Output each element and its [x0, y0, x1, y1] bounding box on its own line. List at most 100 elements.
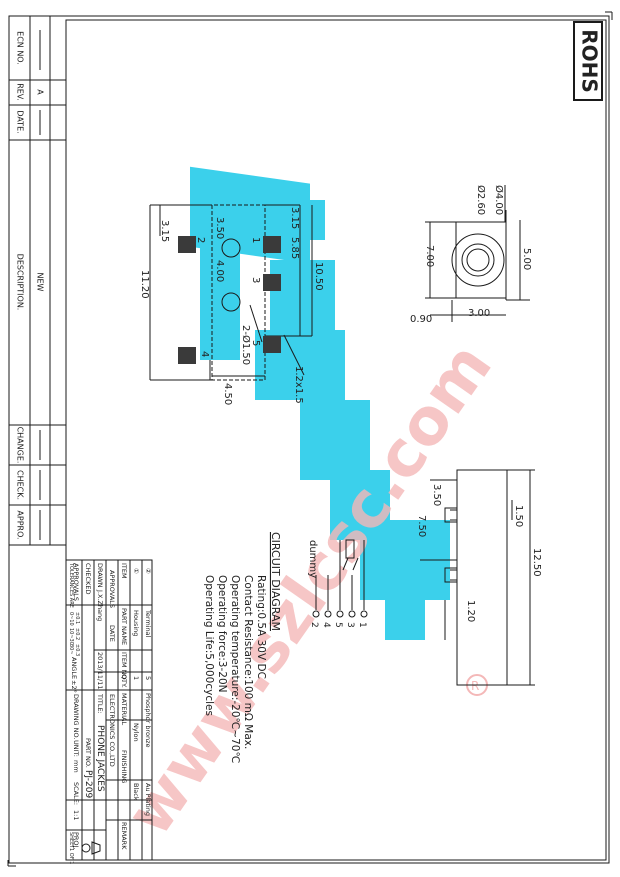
bom-header-part-name: PART NAME — [120, 608, 128, 645]
unit-value: mm — [72, 760, 80, 773]
dim-5-85: 5.85 — [289, 237, 300, 259]
front-view — [425, 185, 530, 322]
rohs-badge: ROHS — [573, 21, 603, 101]
dim-11-20: 11.20 — [139, 270, 150, 299]
circuit-title: CIRCUIT DIAGRAM — [269, 532, 282, 631]
footprint-view — [149, 204, 313, 381]
spec-force: Operating force:3-20N — [216, 575, 228, 693]
side-dim-7-50: 7.50 — [416, 515, 427, 537]
scale-value: 1:1 — [72, 810, 80, 820]
approvals-label: APPROVALS — [108, 570, 116, 608]
side-dim-1-20: 1.20 — [465, 600, 476, 622]
appro-label: APPRO. — [16, 510, 25, 539]
registered-mark-letter: R — [471, 679, 479, 693]
unit-label: UNIT: — [72, 740, 80, 757]
watermark-logo — [190, 166, 450, 640]
title-value: PHONE JACKES — [95, 725, 105, 792]
dim-7-00: 7.00 — [424, 245, 435, 267]
tol-xxx: ±0.3 — [74, 644, 80, 656]
tolerances-label: TOLERANCES ARE — [68, 562, 74, 608]
pad-5 — [263, 336, 281, 353]
checked-label: CHECKED — [84, 563, 92, 594]
drawing-no-label: DRAWING NO. — [72, 694, 80, 739]
date-header: DATE — [108, 625, 116, 642]
revision-block — [9, 16, 66, 546]
bom-row1-finishing: Black — [132, 783, 140, 801]
drawn-date: 2013/11/11 — [96, 652, 104, 689]
specs-list: Rating:0.5A 30V DC Contact Resistance:10… — [203, 575, 267, 763]
dim-3-15-left: 3.15 — [159, 220, 170, 242]
bom-row1-material: Nylon — [132, 723, 140, 742]
dim-1-2x1-5: 1.2x1.5 — [293, 366, 304, 404]
dim-phi-4-00: Ø4.00 — [493, 185, 505, 215]
pad-3 — [263, 274, 281, 291]
side-dim-3-50: 3.50 — [431, 484, 442, 506]
bom-header-item: ITEM — [120, 563, 128, 579]
dim-3-15-right: 3.15 — [289, 207, 300, 229]
spec-temperature: Operating temperature:-20℃~70℃ — [229, 575, 241, 763]
drawn-by: J.X.Zhang — [96, 589, 104, 621]
sheet-frame — [7, 11, 613, 867]
dim-4-50: 4.50 — [222, 383, 233, 405]
angle-value: ±2° — [70, 680, 78, 693]
bom-header-qty: QTY. — [120, 674, 128, 688]
part-no-value: PJ-209 — [83, 770, 93, 798]
bom-header-remark: REMARK — [120, 822, 128, 850]
description-value: NEW — [36, 273, 45, 292]
spec-contact-resistance: Contact Resistance:100 mΩ Max. — [242, 575, 254, 749]
tol-x: ±0.1 — [74, 612, 80, 624]
bom-row1-qty: 1 — [132, 676, 140, 680]
rev-value: A — [36, 89, 45, 95]
sheet-label: SHEET — [68, 832, 74, 849]
description-label: DESCRIPTION. — [16, 254, 25, 311]
bom-row1-part-name: Housing — [132, 610, 140, 636]
approvals2-label: APPROVALS — [72, 563, 80, 601]
dim-4-00: 4.00 — [214, 260, 225, 282]
circuit-dummy-label: dummy — [307, 540, 318, 578]
ecn-no-label: ECN NO. — [16, 31, 25, 65]
side-dim-12-50: 12.50 — [531, 548, 542, 577]
bom-row2-finishing: Au Plating — [144, 783, 152, 816]
tol-range-1: 10~30 — [68, 628, 74, 645]
title-label: TITLE: — [96, 693, 104, 714]
rev-label: REV. — [16, 83, 25, 101]
circuit-diagram: CIRCUIT DIAGRAM dummy 1 3 5 4 2 — [269, 532, 368, 631]
bom-row2-material: Phosphor bronze — [144, 693, 152, 748]
sheet-value: 1 OF 1 — [68, 848, 74, 864]
pin-label-1: 1 — [250, 237, 261, 243]
angle-label: ANGLE — [70, 657, 78, 679]
side-view — [420, 469, 535, 686]
footprint-pads — [178, 236, 281, 364]
spec-rating: Rating:0.5A 30V DC — [255, 575, 267, 679]
projection-icon — [81, 841, 101, 855]
pin-label-4: 4 — [199, 351, 210, 357]
pin-label-2: 2 — [195, 237, 206, 243]
circuit-pin-1: 1 — [357, 622, 367, 628]
tol-range-0: 0~10 — [68, 612, 74, 626]
check-label: CHECK. — [16, 470, 25, 500]
dim-10-50: 10.50 — [313, 262, 324, 291]
tol-xx: ±0.2 — [74, 628, 80, 640]
title-block-grid — [65, 559, 153, 861]
dim-5-00: 5.00 — [521, 248, 532, 270]
brand-logo-mark: ELECTRONICS CO.,LTD — [108, 694, 116, 767]
change-label: CHANGE. — [16, 427, 25, 464]
date-label: DATE. — [16, 110, 25, 133]
scale-label: SCALE: — [72, 782, 80, 805]
part-no-label: PART NO. — [84, 738, 92, 768]
bom-header-finishing: FINISHING — [120, 750, 128, 783]
bom-header-item-no: ITEM NO. — [120, 652, 128, 681]
circuit-pin-4: 4 — [321, 622, 331, 628]
spec-life: Operating Life:5,000cycles — [203, 575, 215, 716]
pad-2 — [178, 236, 196, 253]
svg-text:ROHS: ROHS — [578, 29, 602, 93]
side-dim-1-50: 1.50 — [513, 505, 524, 527]
dim-phi-2-60: Ø2.60 — [475, 185, 487, 215]
dim-3-00: 3.00 — [468, 308, 490, 319]
dim-2-phi-1-50: 2-Ø1.50 — [240, 325, 252, 365]
bom-row2-qty: 5 — [144, 676, 152, 680]
pad-4 — [178, 347, 196, 364]
circuit-pin-2: 2 — [309, 622, 319, 628]
bom-row2-item: ② — [144, 568, 152, 574]
